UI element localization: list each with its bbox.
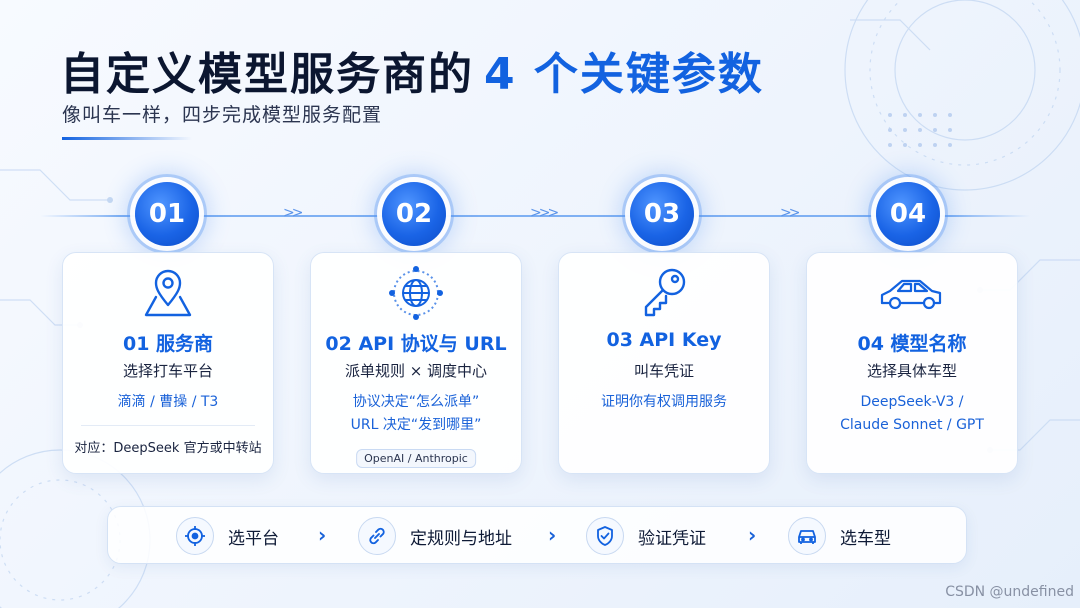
card-title: 01 服务商 [122,333,214,355]
target-icon [176,517,214,555]
flow-item-verify: 验证凭证 [586,517,706,555]
step-card-api-protocol: 02 API 协议与 URL 派单规则 × 调度中心 协议决定“怎么派单” UR… [310,252,522,474]
card-description: 滴滴 / 曹操 / T3 [117,394,219,410]
card-subtitle: 叫车凭证 [633,362,694,380]
card-description: 协议决定“怎么派单” URL 决定“发到哪里” [311,391,521,437]
step-number-03: 03 [630,182,694,246]
key-icon [644,268,686,317]
card-subtitle: 选择打车平台 [122,362,213,380]
flow-summary-bar: 选平台 › 定规则与地址 › 验证凭证 › 选车型 [107,506,967,564]
card-note: 对应：DeepSeek 官方或中转站 [74,441,262,456]
page-subtitle: 像叫车一样，四步完成模型服务配置 [62,104,383,126]
step-arrow-3-icon: >> [780,205,801,221]
card-description-line: URL 决定“发到哪里” [350,417,482,433]
protocol-badge: OpenAI / Anthropic [356,449,476,468]
step-card-model-name: 04 模型名称 选择具体车型 DeepSeek-V3 / Claude Sonn… [806,252,1018,474]
flow-label: 验证凭证 [638,528,706,549]
card-subtitle: 派单规则 × 调度中心 [344,362,488,380]
card-description: 证明你有权调用服务 [601,394,727,410]
car-icon [880,279,942,310]
chevron-right-icon: › [318,523,327,547]
title-underline [62,137,192,140]
flow-label: 定规则与地址 [410,528,512,549]
step-card-api-key: 03 API Key 叫车凭证 证明你有权调用服务 [558,252,770,474]
flow-item-select-platform: 选平台 [176,517,279,555]
step-arrow-1-icon: >> [283,205,304,221]
card-description-line: 协议决定“怎么派单” [352,394,480,410]
flow-label: 选平台 [228,528,279,549]
step-connector-line [40,215,1030,217]
step-card-provider: 01 服务商 选择打车平台 滴滴 / 曹操 / T3 对应：DeepSeek 官… [62,252,274,474]
chevron-right-icon: › [748,523,757,547]
watermark: CSDN @undefined [945,584,1074,600]
card-description: DeepSeek-V3 / Claude Sonnet / GPT [807,391,1017,437]
flow-item-select-car: 选车型 [788,517,891,555]
step-number-04: 04 [876,182,940,246]
step-number-02: 02 [382,182,446,246]
title-main: 自定义模型服务商的 [60,49,474,100]
flow-item-set-rules: 定规则与地址 [358,517,512,555]
card-title: 04 模型名称 [857,333,967,355]
card-divider [81,425,255,426]
chevron-right-icon: › [548,523,557,547]
shield-check-icon [586,517,624,555]
step-arrow-2-icon: >>> [530,205,559,221]
link-icon [358,517,396,555]
title-accent: 4 个关键参数 [484,49,764,100]
card-title: 02 API 协议与 URL [325,333,507,355]
card-subtitle: 选择具体车型 [866,362,957,380]
card-title: 03 API Key [606,329,722,351]
step-number-01: 01 [135,182,199,246]
globe-network-icon [389,266,443,320]
card-description-line: DeepSeek-V3 / [860,394,964,410]
location-map-icon [144,269,192,317]
car-front-icon [788,517,826,555]
flow-label: 选车型 [840,528,891,549]
card-description-line: Claude Sonnet / GPT [840,417,984,433]
